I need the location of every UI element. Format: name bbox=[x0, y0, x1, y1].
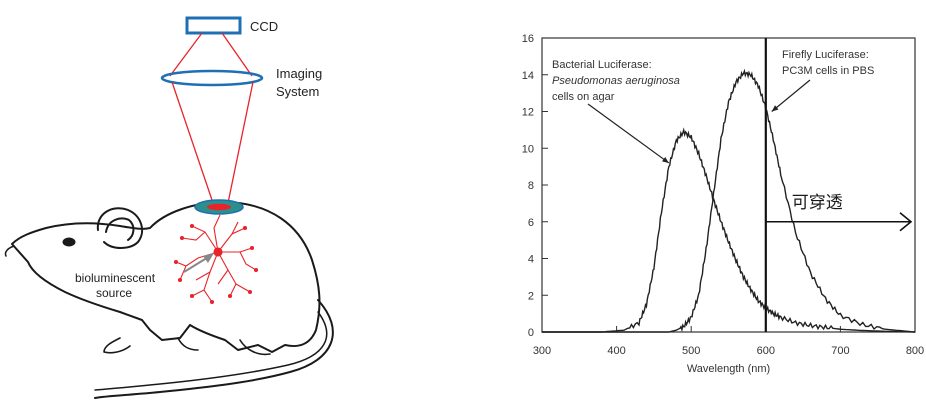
series-bacterial-luciferase bbox=[542, 127, 916, 333]
imaging-diagram-panel: CCD Imaging System bbox=[4, 16, 334, 399]
imaging-diagram: CCD Imaging System bbox=[4, 16, 334, 399]
bacterial-leader-arrow-head bbox=[662, 156, 669, 163]
ccd-label: CCD bbox=[250, 19, 278, 34]
source-label-line1: bioluminescent bbox=[75, 271, 156, 285]
y-tick-label: 0 bbox=[528, 327, 534, 339]
beam-lower-right bbox=[227, 81, 254, 204]
beam-lower-left bbox=[171, 81, 214, 204]
lens-icon bbox=[160, 69, 264, 87]
x-tick-label: 800 bbox=[906, 345, 924, 357]
source-pointer-arrowhead bbox=[203, 253, 214, 263]
mouse-illustration bbox=[4, 201, 334, 399]
penetration-annotation: 可穿透 bbox=[792, 193, 843, 213]
y-tick-label: 14 bbox=[522, 70, 534, 82]
source-label-line2: source bbox=[96, 286, 132, 300]
spectrum-chart-panel: 0 2 4 6 8 10 12 14 16 300 400 500 600 700 800 Wavelen… bbox=[470, 0, 926, 410]
x-tick-label: 400 bbox=[607, 345, 625, 357]
firefly-leader-arrow-head bbox=[771, 105, 779, 112]
ccd-detector-icon bbox=[185, 16, 242, 35]
firefly-leader-arrow bbox=[771, 79, 811, 112]
penetration-arrow-head bbox=[899, 212, 913, 232]
bacterial-legend-line3: cells on agar bbox=[552, 91, 615, 103]
imaging-label-line2: System bbox=[276, 84, 319, 99]
series-firefly-luciferase bbox=[542, 68, 916, 333]
x-tick-label: 500 bbox=[682, 345, 700, 357]
y-tick-label: 16 bbox=[522, 33, 534, 45]
beam-upper-left bbox=[169, 32, 203, 77]
bacterial-legend-line1: Bacterial Luciferase: bbox=[552, 59, 652, 71]
spectrum-chart: 0 2 4 6 8 10 12 14 16 300 400 500 600 700 800 Wavelen… bbox=[522, 33, 924, 375]
firefly-legend-line2: PC3M cells in PBS bbox=[782, 65, 874, 77]
bacterial-leader-arrow bbox=[587, 103, 670, 164]
x-axis: 300 400 500 600 700 800 bbox=[533, 326, 924, 357]
annotation-layer bbox=[764, 38, 913, 332]
y-tick-label: 2 bbox=[528, 290, 534, 302]
surface-emission-spot bbox=[207, 203, 231, 211]
y-tick-label: 10 bbox=[522, 143, 534, 155]
y-tick-label: 4 bbox=[528, 254, 534, 266]
series-layer bbox=[542, 68, 916, 333]
bacterial-legend-line2: Pseudomonas aeruginosa bbox=[552, 75, 680, 87]
beam-upper-right bbox=[221, 32, 253, 77]
y-tick-label: 8 bbox=[528, 180, 534, 192]
x-tick-label: 700 bbox=[831, 345, 849, 357]
y-tick-label: 12 bbox=[522, 107, 534, 119]
x-axis-label: Wavelength (nm) bbox=[687, 363, 770, 375]
firefly-legend-line1: Firefly Luciferase: bbox=[782, 49, 869, 61]
x-tick-label: 600 bbox=[757, 345, 775, 357]
imaging-label-line1: Imaging bbox=[276, 66, 322, 81]
x-tick-label: 300 bbox=[533, 345, 551, 357]
y-tick-label: 6 bbox=[528, 217, 534, 229]
vessel-network-icon bbox=[173, 214, 259, 305]
y-axis: 0 2 4 6 8 10 12 14 16 bbox=[522, 33, 548, 339]
